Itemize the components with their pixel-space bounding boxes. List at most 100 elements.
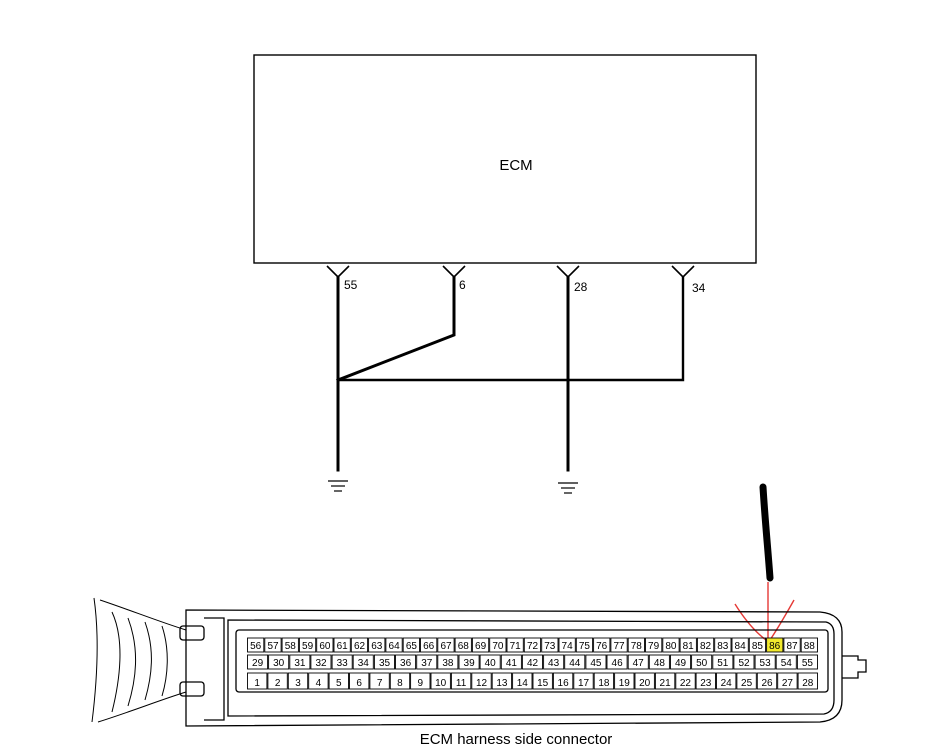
connector-cell-label: 47 [633,658,645,669]
pin-label-6: 6 [459,278,466,292]
connector-cell [532,672,553,690]
pin-mark-34 [671,265,695,279]
connector-cell-label: 66 [423,641,435,652]
connector-cell [797,672,818,690]
connector-cell [373,654,395,670]
connector-cell [593,637,611,653]
connector-cell-label: 58 [285,641,297,652]
connector-cell-label: 67 [440,641,452,652]
connector-cell-label: 83 [717,641,729,652]
connector-cell-label: 72 [527,641,539,652]
connector-cell [783,637,801,653]
connector-cell-label: 51 [717,658,729,669]
connector-cell [368,637,386,653]
connector-cell [247,637,265,653]
connector-cell-label: 11 [456,678,467,689]
connector-cell-label: 15 [537,678,549,689]
connector-cell [489,637,507,653]
connector-cell-label: 71 [510,641,522,652]
connector-cell [775,654,797,670]
connector-cell-label: 19 [619,678,631,689]
connector-cell-label: 30 [273,658,285,669]
connector-cell [389,672,411,690]
connector-cell [733,654,755,670]
connector-cell-label: 29 [252,658,264,669]
connector-cell [454,637,472,653]
pin-mark-55 [326,265,350,279]
connector-cell-label: 16 [558,678,570,689]
connector-cell [675,672,696,690]
connector-cell-label: 4 [316,678,322,689]
connector-cell [331,654,353,670]
connector-cell [796,654,818,670]
harness-bundle [91,597,187,723]
connector-cell-label: 18 [598,678,610,689]
connector-cell [648,654,670,670]
connector-cell-label: 55 [802,658,814,669]
connector-cell-label: 62 [354,641,366,652]
connector-cell [766,637,784,653]
connector-cell-label: 35 [379,658,391,669]
connector-cell-label: 28 [802,678,814,689]
connector-cell-label: 65 [406,641,418,652]
connector-cell [289,654,311,670]
connector-cell [471,637,490,653]
connector-cell [552,672,574,690]
pin-mark-6 [442,265,466,279]
connector-cell-label: 63 [371,641,383,652]
connector-cell [523,637,542,653]
connector-cell [491,672,513,690]
connector-cell [679,637,697,653]
connector-cell-label: 24 [721,678,733,689]
connector-cell-label: 17 [578,678,590,689]
connector-cell-label: 14 [517,678,529,689]
connector-cell-label: 79 [648,641,660,652]
connector-cell-label: 53 [760,658,772,669]
connector-cell-label: 84 [735,641,747,652]
connector-cell-label: 56 [250,641,262,652]
connector-cell [268,654,290,670]
connector-cell [512,672,533,690]
connector-cell [714,637,732,653]
connector-cell [585,654,607,670]
connector-cell-label: 59 [302,641,314,652]
connector-cell-label: 49 [675,658,687,669]
connector-cell [614,672,635,690]
connector-cell [541,637,559,653]
connector-cell-label: 13 [496,678,508,689]
connector-cell-label: 43 [548,658,560,669]
connector-cell [281,637,299,653]
connector-cell [328,672,349,690]
connector-cell-label: 70 [492,641,504,652]
connector-cell [670,654,692,670]
connector-cell [756,672,778,690]
connector-cell [437,654,459,670]
connector-cell [777,672,798,690]
connector-cell [458,654,480,670]
connector-cell [410,672,431,690]
connector-cell [308,672,329,690]
ground-icon [328,480,348,492]
connector-cell-label: 80 [665,641,677,652]
connector-cell-label: 1 [254,678,260,689]
connector-cell [316,637,334,653]
connector-cell-label: 22 [680,678,692,689]
connector-cell [627,654,649,670]
connector-cell-label: 73 [544,641,556,652]
wires [336,275,685,472]
connector-cell-label: 7 [377,678,383,689]
connector-cell [416,654,438,670]
connector-cell-label: 40 [485,658,497,669]
connector-cell-label: 23 [700,678,712,689]
connector-cell [247,672,268,690]
connector-cell-label: 82 [700,641,712,652]
connector-cell [558,637,576,653]
connector-cell-label: 46 [612,658,624,669]
connector-cell-label: 78 [631,641,643,652]
connector-cell-label: 64 [389,641,401,652]
connector-cell-label: 26 [761,678,773,689]
connector-cell [385,637,403,653]
connector-cell [506,637,524,653]
